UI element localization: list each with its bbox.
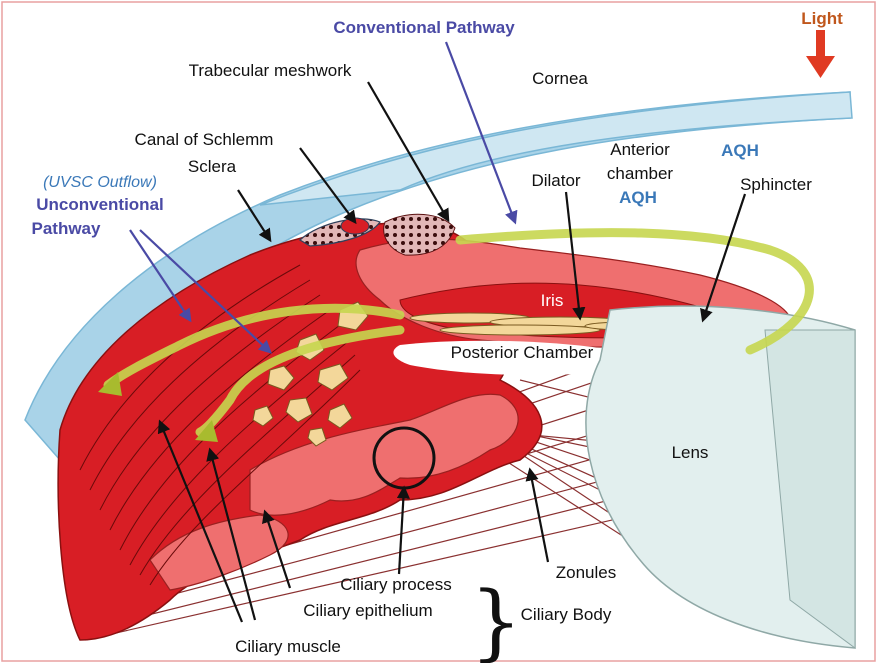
lens-label: Lens (672, 443, 709, 462)
right-curly-brace: } (470, 575, 522, 663)
unconventional-label-line2: Pathway (32, 219, 102, 238)
aqh-label-anterior: AQH (619, 188, 657, 207)
iris-label: Iris (541, 291, 564, 310)
aqh-label-top: AQH (721, 141, 759, 160)
cornea-label: Cornea (532, 69, 588, 88)
anterior-chamber-label-line2: chamber (607, 164, 673, 183)
unconventional-label-line1: Unconventional (36, 195, 164, 214)
uvsc-outflow-label: (UVSC Outflow) (43, 174, 157, 191)
posterior-chamber-label: Posterior Chamber (451, 343, 594, 362)
dilator-label: Dilator (531, 171, 580, 190)
trabecular-meshwork-label: Trabecular meshwork (189, 61, 352, 80)
sphincter-label: Sphincter (740, 175, 812, 194)
light-label: Light (801, 9, 843, 28)
zonules-label: Zonules (556, 563, 616, 582)
canal-of-schlemm-label: Canal of Schlemm (135, 130, 274, 149)
anterior-chamber-label-line1: Anterior (610, 140, 670, 159)
conventional-pathway-label: Conventional Pathway (333, 18, 515, 37)
ciliary-muscle-label: Ciliary muscle (235, 637, 341, 656)
ciliary-epithelium-label: Ciliary epithelium (303, 601, 432, 620)
ciliary-process-label: Ciliary process (340, 575, 451, 594)
sclera-label: Sclera (188, 157, 237, 176)
ciliary-body-label: Ciliary Body (521, 605, 612, 624)
